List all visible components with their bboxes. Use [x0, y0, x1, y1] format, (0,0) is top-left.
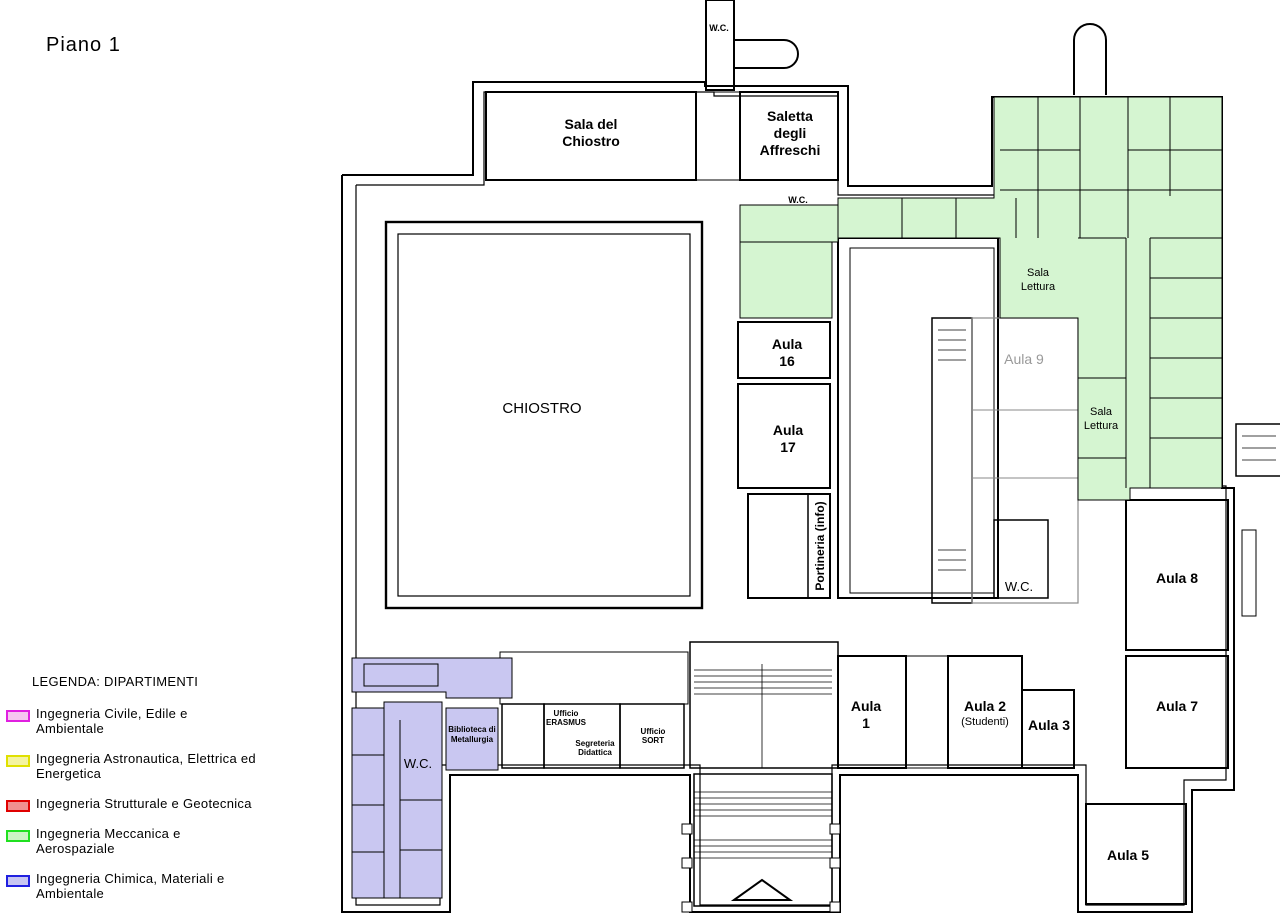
wc-center: W.C.	[1005, 579, 1033, 594]
chemical-area-north	[351, 657, 513, 699]
legend-label: Ingegneria Meccanica e Aerospaziale	[36, 826, 181, 856]
legend-label: Ingegneria Chimica, Materiali e Ambienta…	[36, 871, 225, 901]
floor-title: Piano 1	[46, 34, 121, 56]
room-aula-3: Aula 3	[1028, 717, 1070, 733]
chemical-area-library	[445, 707, 499, 771]
legend-item-mechanical: Ingegneria Meccanica e Aerospaziale	[6, 826, 296, 856]
legend-item-chemical: Ingegneria Chimica, Materiali e Ambienta…	[6, 871, 296, 901]
legend-item-civil: Ingegneria Civile, Edile e Ambientale	[6, 706, 296, 736]
legend-swatch	[6, 875, 30, 887]
room-aula-5: Aula 5	[1107, 847, 1149, 863]
legend-title: LEGENDA: DIPARTIMENTI	[32, 674, 199, 689]
legend-item-structural: Ingegneria Strutturale e Geotecnica	[6, 796, 296, 812]
legend-swatch	[6, 755, 30, 767]
legend-swatch	[6, 710, 30, 722]
legend-label: Ingegneria Civile, Edile e Ambientale	[36, 706, 188, 736]
room-aula-7: Aula 7	[1156, 698, 1198, 714]
wc-left: W.C.	[404, 756, 432, 771]
legend-label: Ingegneria Astronautica, Elettrica ed En…	[36, 751, 256, 781]
room-aula-2-subtitle: (Studenti)	[961, 716, 1009, 728]
chiostro-courtyard	[384, 220, 704, 610]
legend-label: Ingegneria Strutturale e Geotecnica	[36, 796, 252, 811]
courtyard-label: CHIOSTRO	[502, 400, 581, 417]
room-aula-9: Aula 9	[1004, 351, 1044, 367]
legend-swatch	[6, 800, 30, 812]
wc-tower	[705, 0, 735, 91]
legend-item-astronautical: Ingegneria Astronautica, Elettrica ed En…	[6, 751, 296, 781]
room-aula-2: Aula 2	[964, 698, 1006, 714]
legend-swatch	[6, 830, 30, 842]
mechanical-area-north	[837, 96, 1223, 501]
mechanical-area-west	[739, 241, 833, 319]
room-portineria: Portineria (info)	[813, 501, 827, 590]
wc-small: W.C.	[788, 195, 808, 205]
room-aula-8: Aula 8	[1156, 570, 1198, 586]
wc-top: W.C.	[709, 23, 729, 33]
